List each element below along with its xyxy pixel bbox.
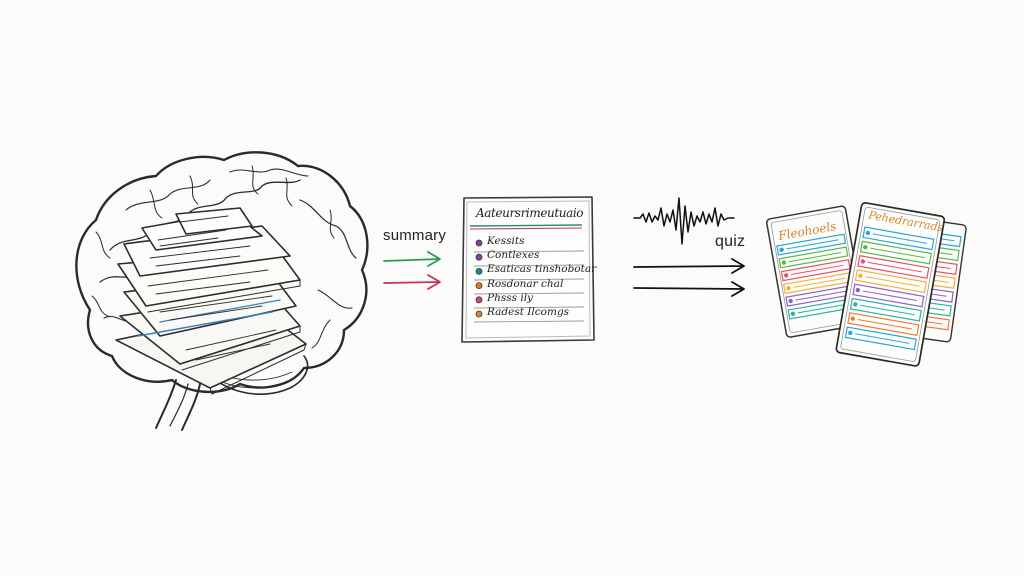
- flashcard-front-row: [844, 326, 917, 351]
- flashcard-back-text-scribble: [786, 239, 839, 250]
- flashcard-front-bullet-icon: [853, 302, 858, 307]
- flashcard-back-text-scribble: [797, 303, 851, 314]
- flashcard-front-text-scribble: [862, 290, 918, 301]
- summary-bullet-icon: [475, 253, 483, 261]
- flashcard-front-bullet-icon: [848, 330, 853, 336]
- summary-label: summary: [383, 227, 447, 244]
- summary-bullet-icon: [475, 267, 483, 275]
- flashcard-front-row: [854, 269, 927, 294]
- flashcard-back-text-scribble: [788, 252, 842, 263]
- summary-bullet-icon: [475, 296, 483, 304]
- flashcard-back-bullet-icon: [788, 298, 793, 304]
- flashcard-back-bullet-icon: [786, 285, 791, 291]
- flashcard-front-text-scribble: [865, 276, 920, 287]
- summary-item-text: Contlexes: [487, 249, 540, 262]
- flashcard-front-bullet-icon: [860, 259, 866, 264]
- summary-bullet-icon: [475, 310, 483, 318]
- flashcard-back-text-scribble: [791, 264, 844, 276]
- flashcard-back-bullet-icon: [779, 247, 784, 252]
- flashcard-front-bullet-icon: [863, 245, 868, 250]
- flashcard-front-text-scribble: [860, 304, 915, 316]
- flashcard-back-bullet-icon: [783, 273, 789, 278]
- flashcard-back-bullet-icon: [781, 260, 787, 265]
- summary-item-text: Radest Ilcomgs: [487, 306, 570, 318]
- flashcard-back-text-scribble: [793, 277, 846, 288]
- summary-item-text: Rosdonar chal: [487, 277, 564, 290]
- summary-bullet-icon: [475, 239, 483, 247]
- summary-item-text: Esaticas tinshobotar: [487, 263, 597, 276]
- flashcard-front-text-scribble: [870, 247, 925, 259]
- flashcard-back-bullet-icon: [790, 311, 796, 316]
- flashcard-front-bullet-icon: [850, 316, 855, 321]
- flashcard-front-row: [852, 283, 925, 308]
- summary-bullet-icon: [475, 282, 483, 290]
- summary-item-text: Phsss ily: [487, 291, 533, 304]
- lower-arrow: [633, 281, 745, 297]
- summary-item-text: Kessits: [487, 235, 525, 247]
- flashcard-front: [835, 202, 946, 367]
- flashcard-front-row: [862, 226, 935, 251]
- flashcard-back-row: [778, 246, 849, 269]
- flashcard-front-row: [859, 240, 932, 265]
- flashcard-front-text-scribble: [855, 333, 910, 344]
- flashcard-front-bullet-icon: [858, 273, 863, 278]
- flashcard-back-row: [776, 233, 847, 256]
- flashcard-front-row: [847, 312, 920, 336]
- flashcard-front-text-scribble: [867, 261, 923, 273]
- upper-arrow: [633, 258, 745, 274]
- summary-sheet-title: Aateursrimeutuaio: [476, 206, 584, 220]
- red-arrow: [383, 274, 441, 290]
- flashcard-front-row: [857, 254, 930, 279]
- quiz-label: quiz: [715, 233, 746, 250]
- flashcard-front-text-scribble: [857, 319, 912, 330]
- flashcard-front-bullet-icon: [865, 230, 871, 236]
- flashcard-back-row: [780, 259, 851, 282]
- document-stack: [115, 207, 307, 395]
- flashcard-front-bullet-icon: [855, 287, 861, 293]
- flashcard-front-row: [849, 297, 922, 322]
- flashcard-back-text-scribble: [795, 290, 848, 301]
- flashcard-front-text-scribble: [872, 233, 928, 244]
- green-arrow: [383, 251, 441, 267]
